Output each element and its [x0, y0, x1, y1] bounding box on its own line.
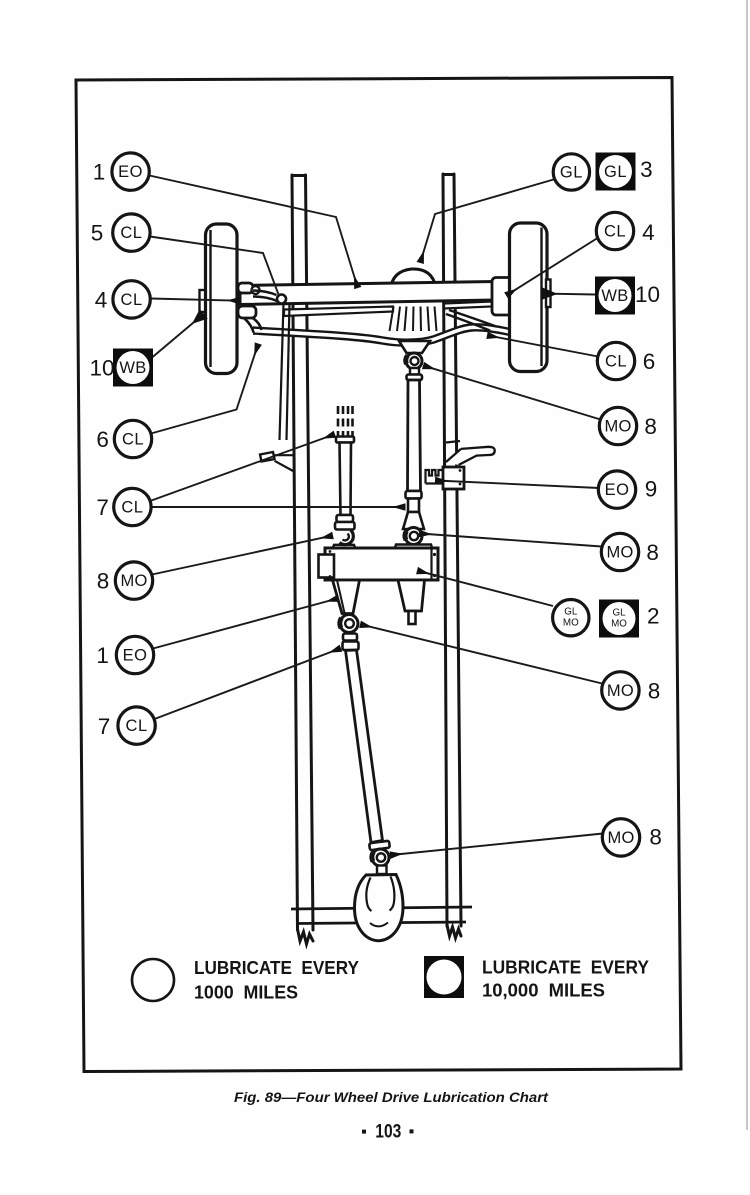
svg-text:CL: CL — [604, 223, 626, 241]
svg-text:10: 10 — [89, 356, 114, 381]
svg-text:CL: CL — [120, 224, 142, 242]
svg-text:CL: CL — [121, 291, 143, 309]
svg-text:8: 8 — [646, 540, 659, 565]
svg-text:GL: GL — [604, 163, 627, 181]
svg-text:6: 6 — [643, 349, 656, 374]
svg-text:3: 3 — [640, 157, 653, 182]
svg-text:103: 103 — [375, 1122, 401, 1143]
svg-text:MO: MO — [563, 618, 579, 629]
svg-text:10: 10 — [635, 282, 660, 307]
svg-text:6: 6 — [96, 427, 109, 452]
svg-text:8: 8 — [649, 825, 662, 850]
svg-text:LUBRICATE EVERY: LUBRICATE EVERY — [194, 957, 360, 978]
svg-text:2: 2 — [647, 604, 660, 629]
svg-text:MO: MO — [608, 829, 635, 847]
svg-text:EO: EO — [123, 647, 148, 665]
svg-text:1: 1 — [93, 160, 106, 185]
svg-text:MO: MO — [611, 618, 627, 629]
svg-text:7: 7 — [98, 714, 111, 739]
svg-text:MO: MO — [605, 418, 632, 436]
svg-text:MO: MO — [607, 682, 634, 700]
svg-text:GL: GL — [612, 607, 626, 618]
svg-text:MO: MO — [121, 572, 148, 590]
svg-text:MO: MO — [607, 544, 634, 562]
svg-text:1: 1 — [96, 643, 109, 668]
svg-text:EO: EO — [118, 163, 143, 181]
svg-text:10,000 MILES: 10,000 MILES — [482, 979, 605, 1000]
svg-text:8: 8 — [644, 414, 657, 439]
svg-text:Fig. 89—Four Wheel Drive Lubri: Fig. 89—Four Wheel Drive Lubrication Cha… — [234, 1089, 549, 1105]
svg-text:LUBRICATE EVERY: LUBRICATE EVERY — [482, 956, 650, 977]
svg-text:4: 4 — [95, 288, 108, 313]
svg-text:4: 4 — [642, 220, 655, 245]
svg-text:CL: CL — [605, 353, 627, 371]
svg-text:8: 8 — [648, 679, 661, 704]
svg-text:8: 8 — [97, 569, 110, 594]
svg-text:WB: WB — [601, 287, 628, 305]
svg-text:5: 5 — [91, 221, 104, 246]
svg-text:CL: CL — [126, 717, 148, 735]
svg-text:GL: GL — [560, 164, 583, 182]
svg-text:9: 9 — [645, 477, 658, 502]
svg-text:7: 7 — [96, 495, 109, 520]
svg-text:CL: CL — [121, 499, 143, 517]
svg-text:EO: EO — [605, 481, 630, 499]
svg-text:CL: CL — [122, 431, 144, 449]
svg-text:WB: WB — [119, 359, 146, 377]
svg-text:GL: GL — [564, 607, 578, 618]
svg-text:1000 MILES: 1000 MILES — [194, 982, 298, 1003]
